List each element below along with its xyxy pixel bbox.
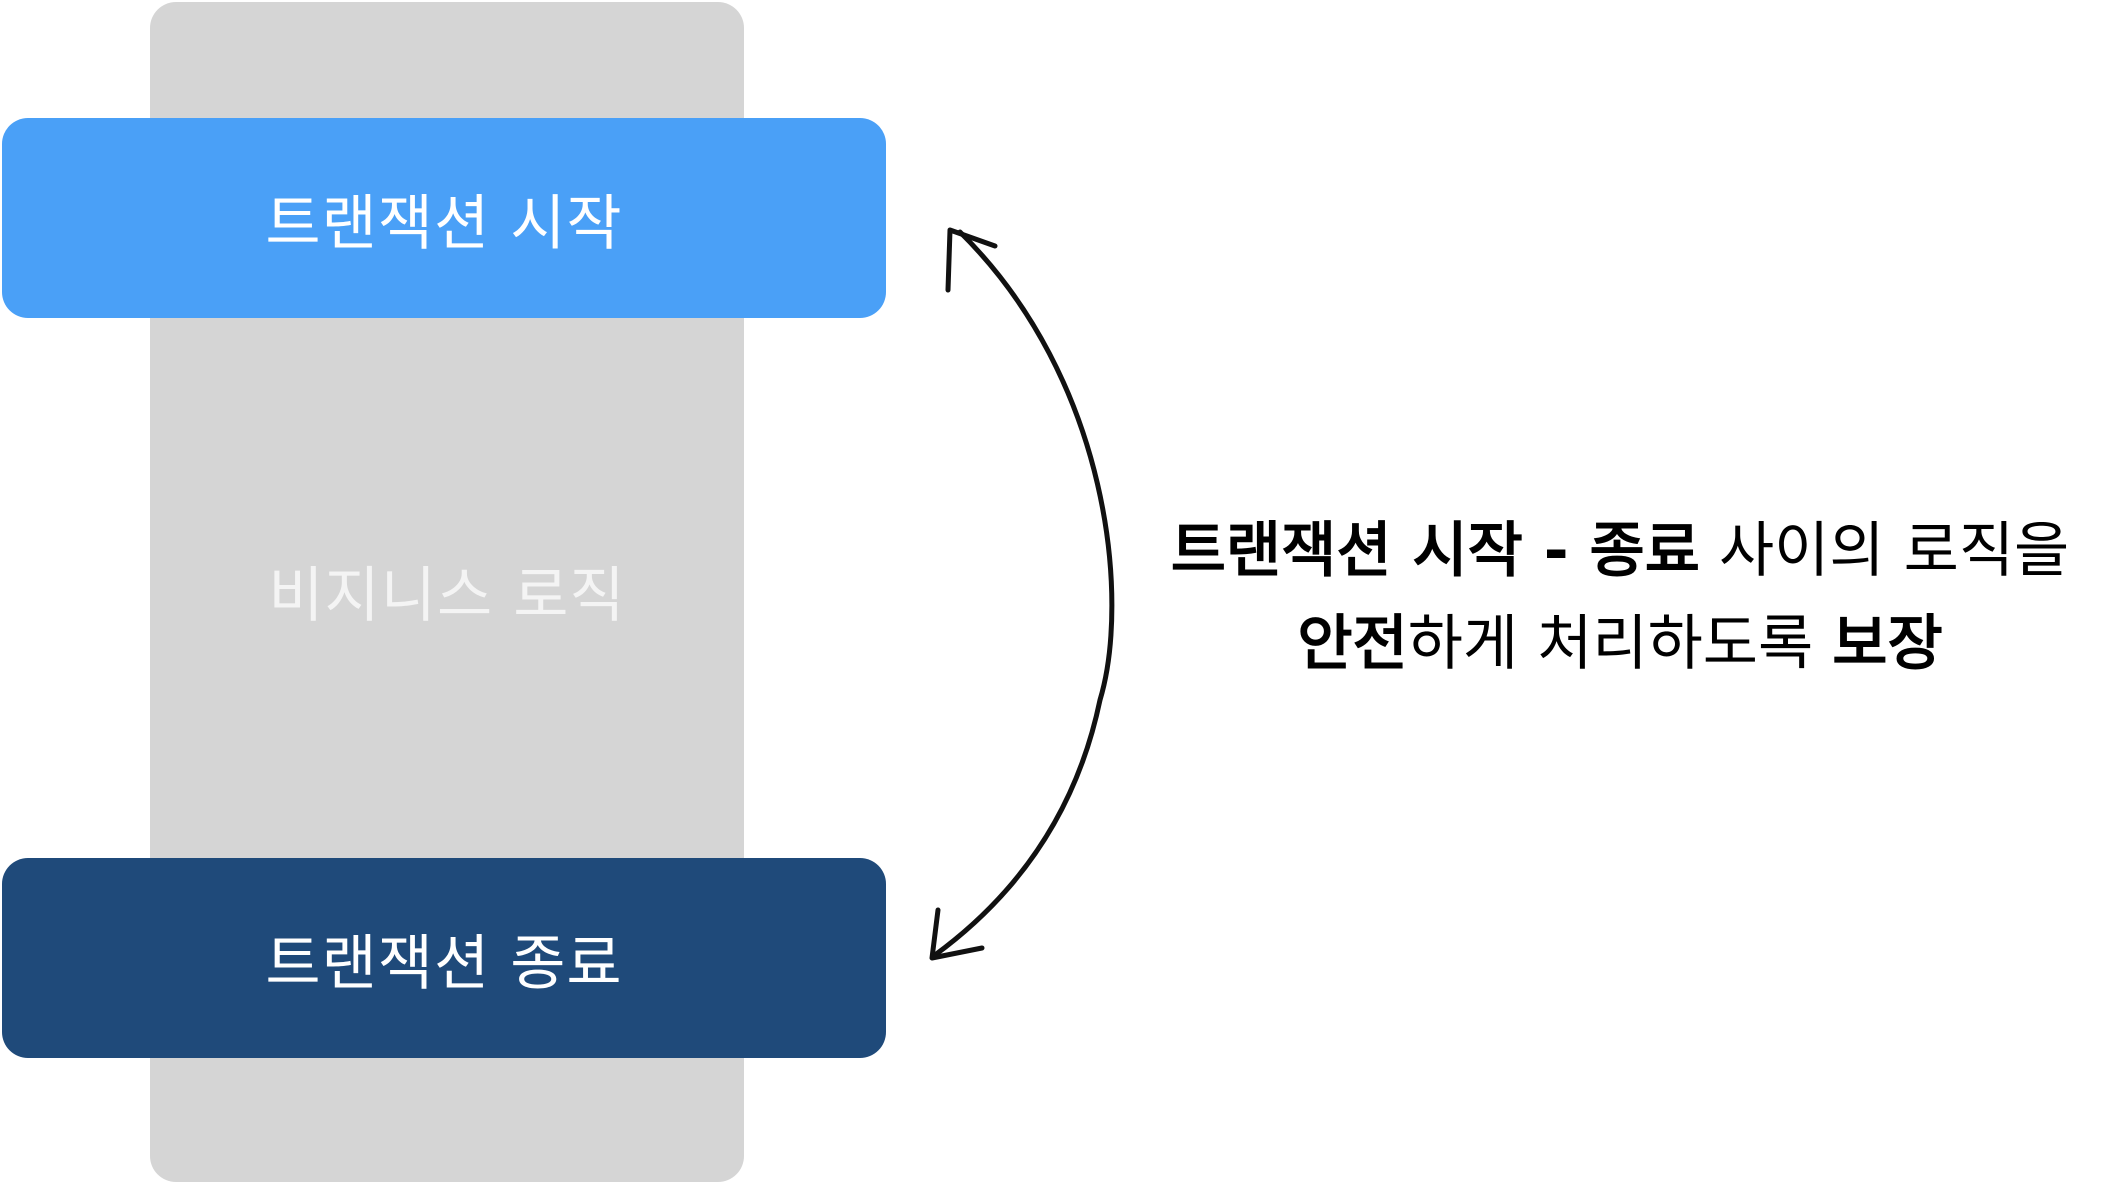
caption-text-process: 하게 처리하도록 — [1407, 609, 1833, 679]
transaction-end-label: 트랜잭션 종료 — [265, 928, 623, 999]
caption-line-2: 안전하게 처리하도록 보장 — [1120, 598, 2120, 691]
caption-line-1: 트랜잭션 시작 - 종료 사이의 로직을 — [1120, 505, 2120, 598]
business-logic-label: 비지니스 로직 — [268, 560, 626, 631]
caption-bold-guarantee: 보장 — [1832, 609, 1943, 679]
caption: 트랜잭션 시작 - 종료 사이의 로직을 안전하게 처리하도록 보장 — [1120, 505, 2120, 691]
arrow-head-bottom-icon — [929, 907, 985, 961]
transaction-start-label: 트랜잭션 시작 — [265, 188, 623, 259]
transaction-end-block: 트랜잭션 종료 — [2, 858, 886, 1058]
caption-bold-transaction-range: 트랜잭션 시작 - 종료 — [1170, 516, 1700, 586]
arrow-curve — [932, 229, 1115, 958]
transaction-start-block: 트랜잭션 시작 — [2, 118, 886, 318]
caption-text-logic-between: 사이의 로직을 — [1699, 516, 2070, 586]
arrow-head-top-icon — [945, 227, 998, 293]
caption-bold-safe: 안전 — [1297, 609, 1408, 679]
